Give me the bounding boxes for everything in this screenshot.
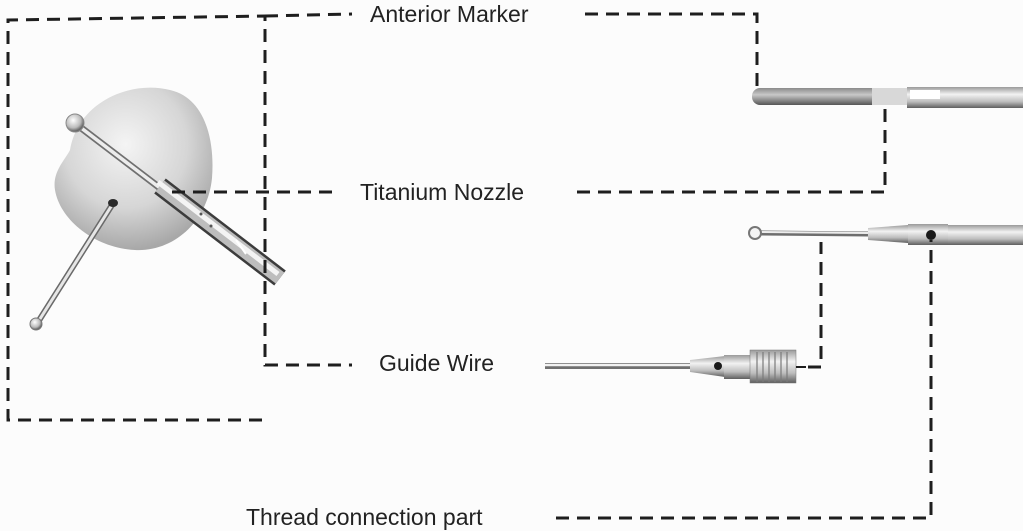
leader-guide-wire-right xyxy=(808,242,823,369)
leader-box-left xyxy=(6,14,352,422)
leader-lines xyxy=(6,12,933,520)
thread-connection-part xyxy=(545,349,806,384)
anterior-marker-rod xyxy=(752,87,1023,108)
leader-titanium-nozzle-right xyxy=(577,102,887,194)
assembled-device xyxy=(29,87,286,331)
guide-wire-rod-assembled xyxy=(29,199,118,331)
label-thread-connection-part: Thread connection part xyxy=(246,504,483,530)
leader-anterior-marker-left xyxy=(264,12,353,18)
label-titanium-nozzle: Titanium Nozzle xyxy=(360,179,525,205)
label-guide-wire: Guide Wire xyxy=(379,350,495,376)
label-anterior-marker: Anterior Marker xyxy=(370,1,529,27)
guide-wire-rod xyxy=(748,224,1023,245)
leader-anterior-marker-right xyxy=(585,12,759,92)
nozzle-rod-assembled xyxy=(65,113,286,286)
